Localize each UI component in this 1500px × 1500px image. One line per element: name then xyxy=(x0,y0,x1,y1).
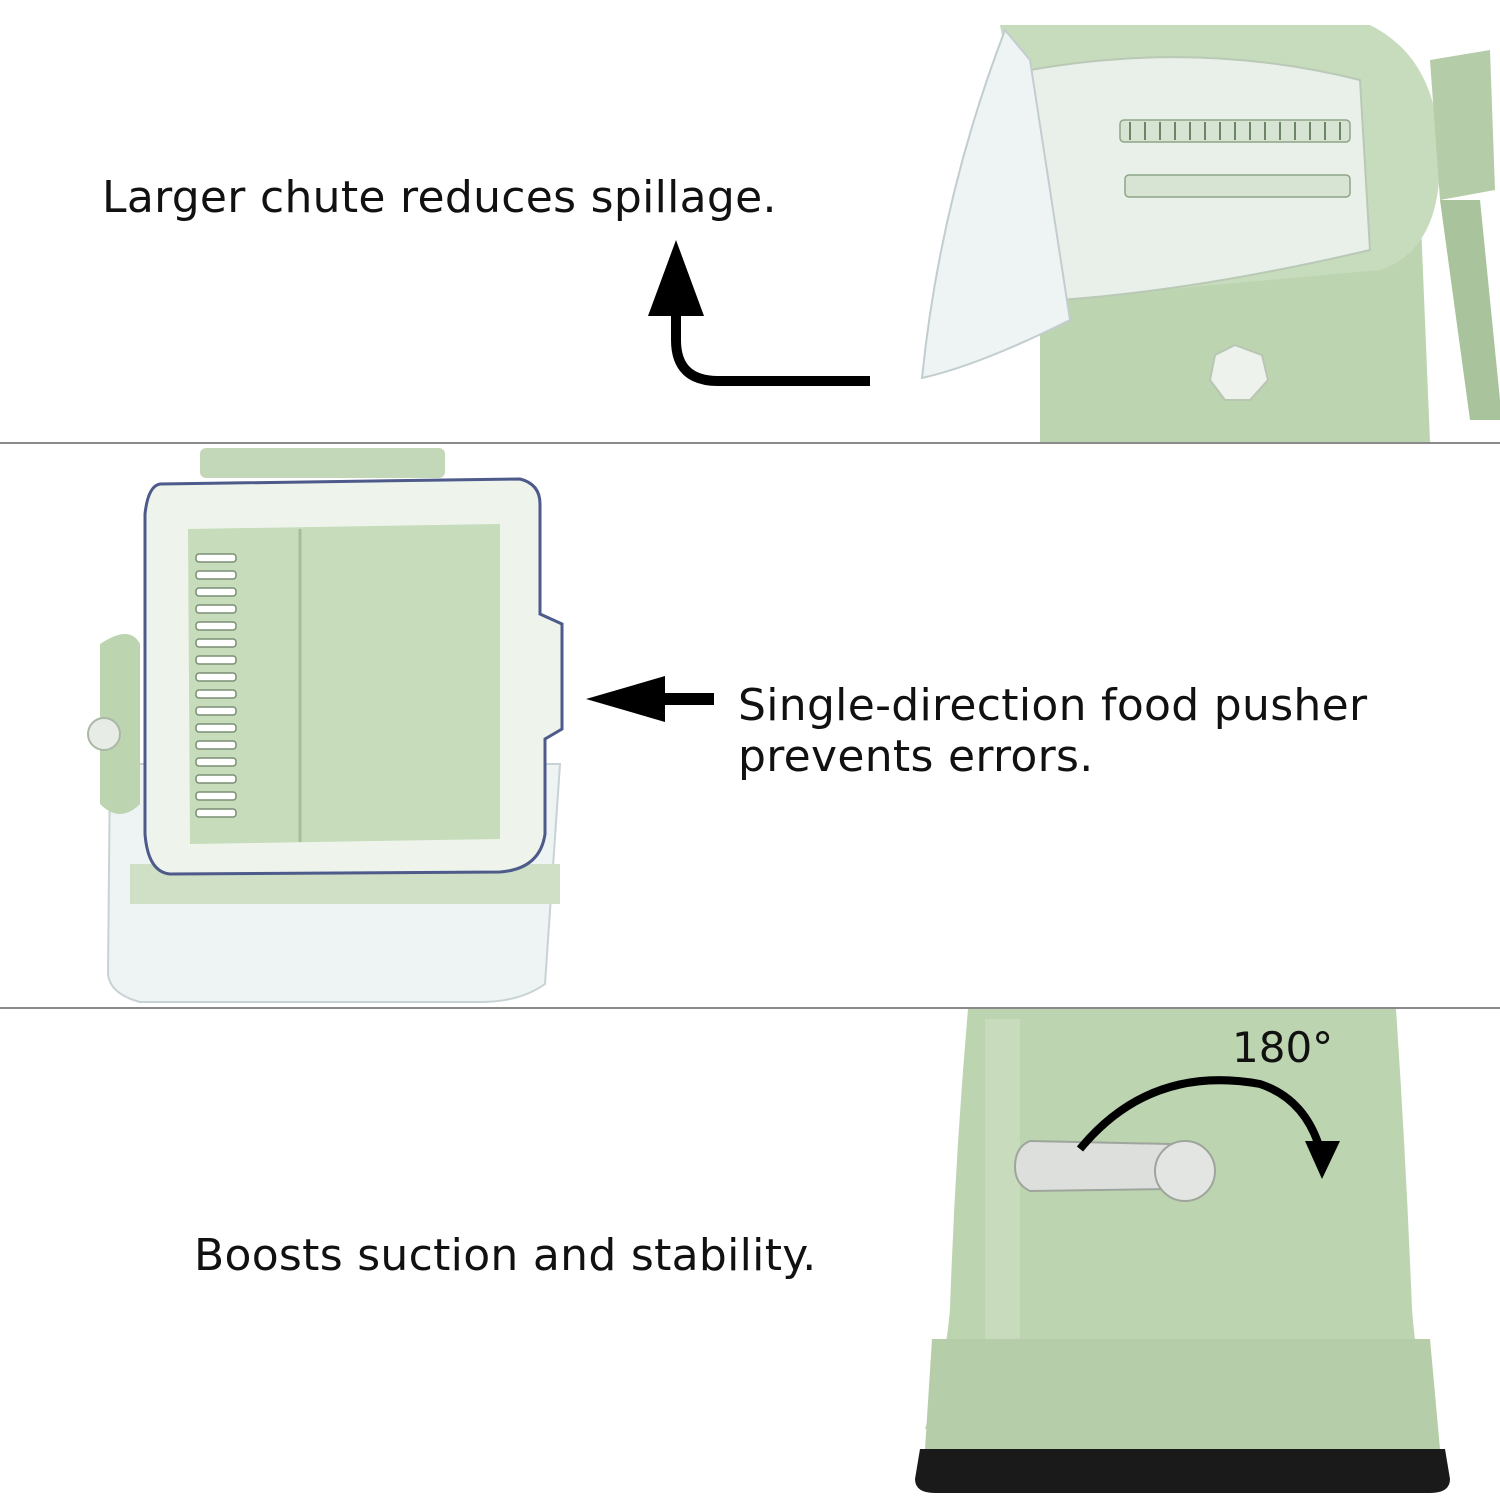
feature-panel-chute: Larger chute reduces spillage. xyxy=(0,0,1500,442)
rotation-angle-label: 180° xyxy=(1232,1023,1334,1072)
pusher-product-image xyxy=(87,448,714,1003)
feature-panel-pusher: Single-direction food pusher prevents er… xyxy=(0,444,1500,1007)
feature-caption-chute: Larger chute reduces spillage. xyxy=(102,172,777,223)
suction-product-image xyxy=(915,1009,1450,1493)
section-divider xyxy=(0,442,1500,444)
chute-product-image xyxy=(648,25,1500,442)
feature-panel-suction: Boosts suction and stability. 180° xyxy=(0,1009,1500,1500)
feature-caption-suction: Boosts suction and stability. xyxy=(194,1230,817,1281)
section-divider xyxy=(0,1007,1500,1009)
feature-caption-pusher-line1: Single-direction food pusher xyxy=(738,680,1368,731)
feature-caption-pusher-line2: prevents errors. xyxy=(738,731,1094,782)
